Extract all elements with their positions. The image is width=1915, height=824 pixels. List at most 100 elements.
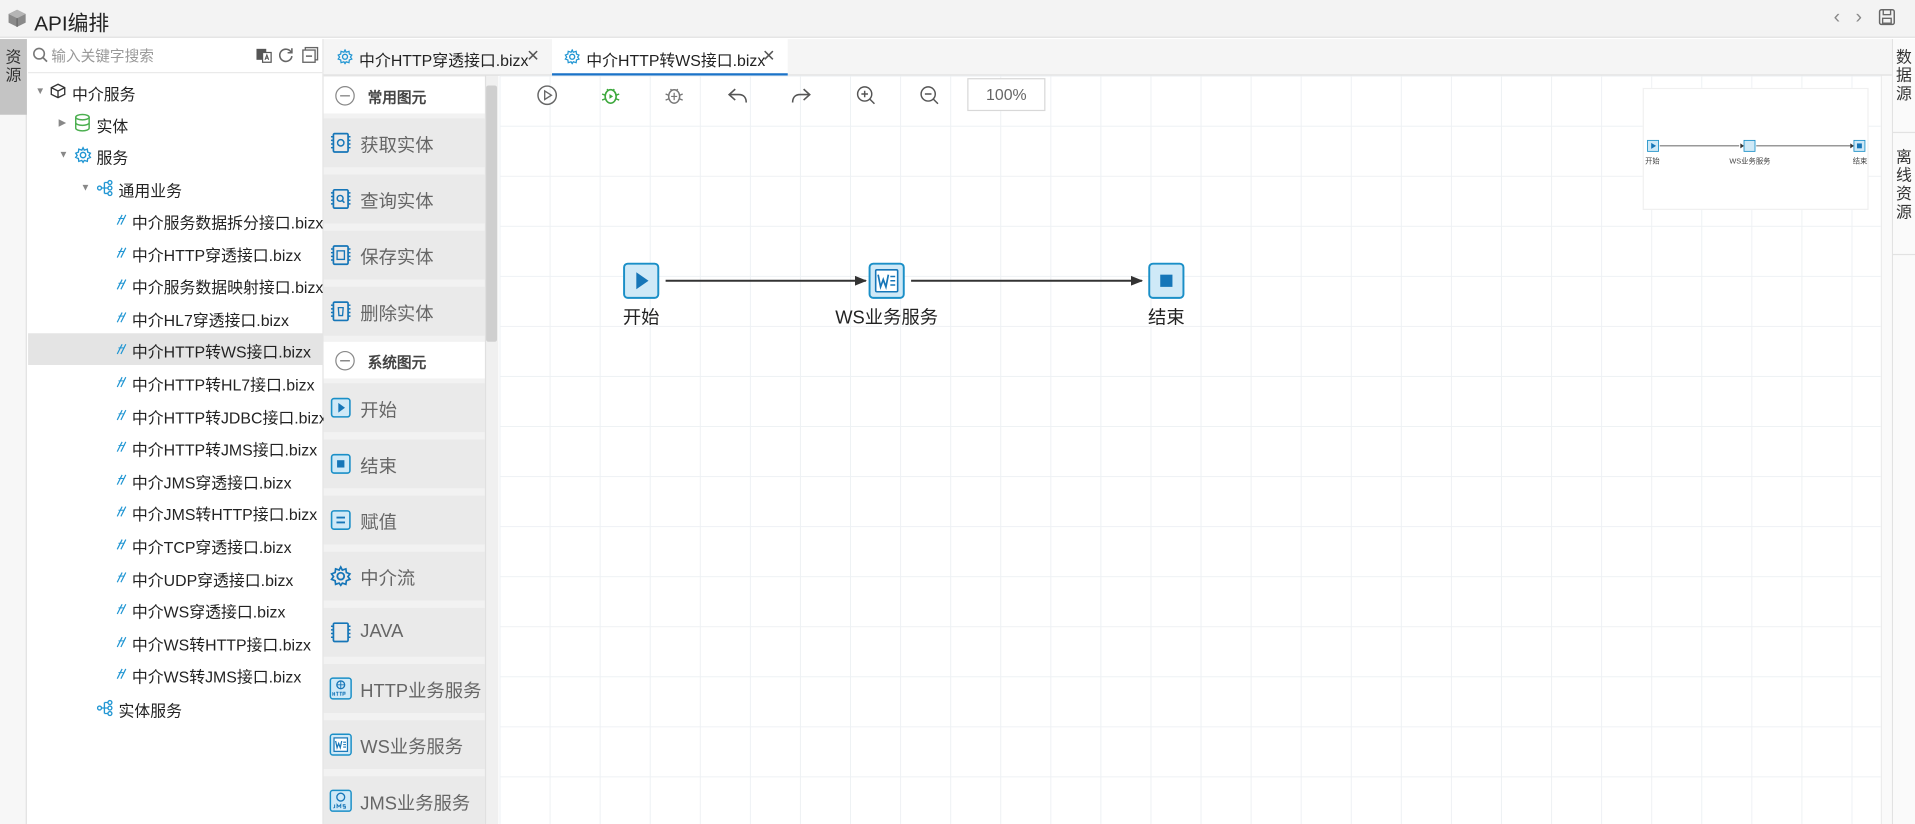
bizx-file-icon bbox=[116, 409, 127, 420]
ws-service-icon bbox=[329, 733, 352, 756]
tree-label-entity-service: 实体服务 bbox=[118, 701, 182, 721]
translate-icon[interactable] bbox=[255, 46, 272, 63]
tree-file-label: 中介JMS穿透接口.bizx bbox=[131, 473, 292, 492]
undo-icon[interactable] bbox=[725, 83, 749, 107]
palette-group-common[interactable]: 常用图元 bbox=[323, 76, 485, 114]
palette-scrollbar-thumb[interactable] bbox=[486, 85, 498, 342]
flow-node-end[interactable] bbox=[1148, 262, 1185, 299]
resource-rail-tab[interactable]: 资源 bbox=[0, 39, 27, 115]
tree-file-label: 中介HTTP转JMS接口.bizx bbox=[131, 440, 318, 460]
expand-caret-icon[interactable]: ▼ bbox=[80, 181, 91, 193]
tree-file-item[interactable]: 中介TCP穿透接口.bizx bbox=[28, 529, 324, 561]
palette-item-ws-service[interactable]: WS业务服务 bbox=[323, 720, 485, 770]
palette-item-delete-entity[interactable]: 删除实体 bbox=[323, 286, 485, 336]
nav-forward-icon[interactable]: › bbox=[1855, 7, 1863, 29]
palette-group-system[interactable]: 系统图元 bbox=[323, 341, 485, 379]
bizx-file-icon bbox=[116, 279, 127, 290]
offline-resource-rail-tab[interactable]: 离线资源 bbox=[1896, 147, 1912, 221]
tree-file-item[interactable]: 中介JMS穿透接口.bizx bbox=[28, 464, 324, 496]
bizx-file-icon bbox=[116, 636, 127, 647]
palette-item-java[interactable]: JAVA bbox=[323, 607, 485, 657]
collapse-group-icon[interactable] bbox=[335, 85, 356, 106]
tree-node-service[interactable]: ▼ 服务 bbox=[28, 139, 324, 171]
palette-item-jms-service[interactable]: JMS业务服务 bbox=[323, 776, 485, 824]
tree-file-item[interactable]: 中介WS转JMS接口.bizx bbox=[28, 658, 324, 690]
palette-item-query-entity[interactable]: 查询实体 bbox=[323, 174, 485, 224]
palette-item-end[interactable]: 结束 bbox=[323, 439, 485, 489]
bizx-file-icon bbox=[116, 311, 127, 323]
resource-tree-panel bbox=[28, 39, 324, 824]
tab-http-to-ws[interactable]: 中介HTTP转WS接口.bizx ✕ bbox=[552, 39, 788, 76]
zoom-out-icon[interactable] bbox=[917, 83, 941, 107]
canvas-scrollbar[interactable] bbox=[1880, 75, 1892, 824]
tree-node-entity-service[interactable]: 实体服务 bbox=[28, 692, 324, 724]
minimap[interactable]: 开始 WS业务服务 结束 bbox=[1642, 87, 1869, 210]
tree-file-item[interactable]: 中介UDP穿透接口.bizx bbox=[28, 561, 324, 593]
close-icon[interactable]: ✕ bbox=[526, 46, 540, 65]
tree-file-item[interactable]: 中介WS转HTTP接口.bizx bbox=[28, 626, 324, 658]
flow-node-start[interactable] bbox=[623, 262, 660, 299]
nav-back-icon[interactable]: ‹ bbox=[1833, 7, 1841, 29]
collapse-all-icon[interactable] bbox=[302, 46, 319, 63]
palette-item-save-entity[interactable]: 保存实体 bbox=[323, 230, 485, 280]
flow-node-ws-service-label: WS业务服务 bbox=[835, 307, 939, 329]
tree-file-item[interactable]: 中介服务数据拆分接口.bizx bbox=[28, 204, 324, 236]
hierarchy-icon bbox=[96, 699, 113, 717]
tree-node-general-business[interactable]: ▼ 通用业务 bbox=[28, 172, 324, 204]
tab-http-passthrough[interactable]: 中介HTTP穿透接口.bizx ✕ bbox=[325, 39, 551, 76]
flow-node-ws-service[interactable] bbox=[868, 262, 905, 299]
run-icon[interactable] bbox=[535, 83, 559, 107]
close-icon[interactable]: ✕ bbox=[762, 46, 776, 65]
tree-node-entity[interactable]: ▶ 实体 bbox=[28, 107, 324, 139]
palette-item-label: 结束 bbox=[360, 456, 397, 478]
tree-file-item[interactable]: 中介HTTP转JDBC接口.bizx bbox=[28, 399, 327, 431]
tree-file-item[interactable]: 中介HTTP转WS接口.bizx bbox=[28, 333, 324, 366]
bizx-file-icon bbox=[116, 506, 127, 518]
expand-caret-icon[interactable]: ▼ bbox=[58, 148, 69, 160]
stop-icon bbox=[1148, 262, 1185, 299]
tree-file-item[interactable]: 中介HL7穿透接口.bizx bbox=[28, 301, 324, 333]
palette-item-label: 开始 bbox=[360, 400, 397, 422]
datasource-rail-tab[interactable]: 数据源 bbox=[1896, 47, 1912, 103]
tree-file-label: 中介UDP穿透接口.bizx bbox=[131, 570, 294, 590]
tree-node-root[interactable]: ▼ 中介服务 bbox=[28, 76, 324, 108]
tree-file-item[interactable]: 中介JMS转HTTP接口.bizx bbox=[28, 496, 324, 528]
refresh-icon[interactable] bbox=[277, 46, 294, 63]
minimap-diagram bbox=[1647, 139, 1866, 152]
palette-item-http-service[interactable]: HTTP业务服务 bbox=[323, 664, 485, 713]
tree-file-item[interactable]: 中介HTTP穿透接口.bizx bbox=[28, 236, 324, 268]
palette-item-label: 查询实体 bbox=[360, 191, 434, 213]
search-icon bbox=[33, 47, 48, 63]
palette-item-mediation-flow[interactable]: 中介流 bbox=[323, 551, 485, 601]
expand-caret-icon[interactable]: ▶ bbox=[58, 117, 67, 129]
tree-file-item[interactable]: 中介服务数据映射接口.bizx bbox=[28, 269, 324, 301]
database-icon bbox=[74, 113, 90, 132]
http-service-icon bbox=[329, 677, 352, 700]
tree-file-label: 中介HTTP转HL7接口.bizx bbox=[131, 375, 315, 395]
redo-icon[interactable] bbox=[789, 83, 813, 107]
bizx-file-icon bbox=[116, 604, 127, 615]
zoom-level-field[interactable]: 100% bbox=[967, 78, 1046, 112]
hierarchy-icon bbox=[96, 179, 113, 197]
palette-item-label: WS业务服务 bbox=[360, 737, 464, 759]
collapse-group-icon[interactable] bbox=[335, 350, 356, 371]
debug-settings-icon[interactable] bbox=[662, 83, 686, 107]
search-input[interactable] bbox=[51, 43, 247, 69]
save-icon[interactable] bbox=[1878, 9, 1895, 26]
query-entity-icon bbox=[330, 188, 351, 209]
tab-label: 中介HTTP转WS接口.bizx bbox=[586, 51, 766, 70]
zoom-in-icon[interactable] bbox=[854, 83, 878, 107]
tree-file-item[interactable]: 中介WS穿透接口.bizx bbox=[28, 593, 324, 625]
stop-icon bbox=[330, 453, 351, 474]
tree-file-item[interactable]: 中介HTTP转HL7接口.bizx bbox=[28, 366, 324, 398]
expand-caret-icon[interactable]: ▼ bbox=[35, 85, 46, 97]
flow-node-end-label: 结束 bbox=[1148, 307, 1185, 329]
java-icon bbox=[330, 622, 351, 643]
tree-file-label: 中介HTTP转WS接口.bizx bbox=[131, 343, 311, 362]
palette-item-start[interactable]: 开始 bbox=[323, 383, 485, 433]
tree-file-item[interactable]: 中介HTTP转JMS接口.bizx bbox=[28, 431, 324, 463]
palette-item-get-entity[interactable]: 获取实体 bbox=[323, 118, 485, 168]
debug-icon[interactable] bbox=[598, 83, 622, 107]
palette-item-assign[interactable]: 赋值 bbox=[323, 495, 485, 545]
assign-icon bbox=[330, 510, 351, 530]
